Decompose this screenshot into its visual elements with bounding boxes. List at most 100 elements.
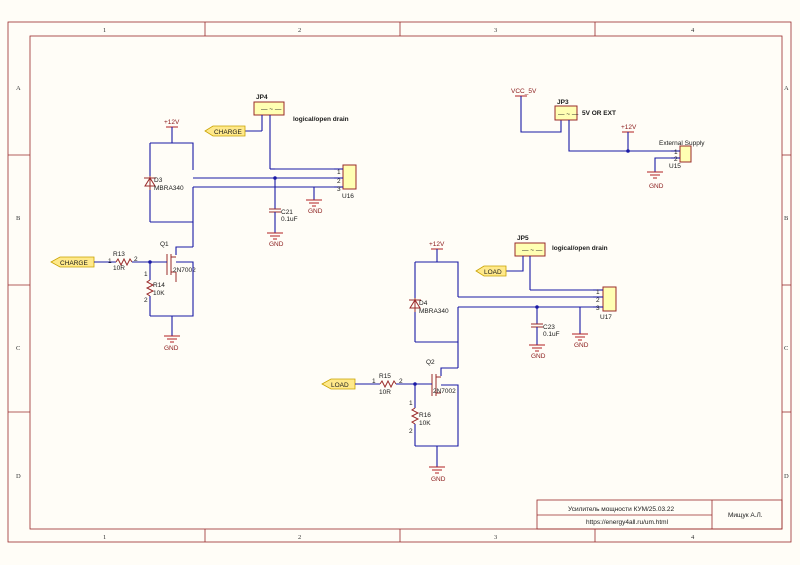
sheet-frame: [7, 21, 792, 543]
gnd-c21: [267, 232, 283, 240]
zone-top-3: 3: [494, 27, 497, 34]
connector-u15: [679, 145, 692, 163]
net-load-jp5-label: LOAD: [484, 269, 502, 276]
jp3-note: 5V OR EXT: [582, 110, 616, 117]
resistor-r15: [379, 379, 397, 389]
q1-value: 2N7002: [173, 267, 196, 274]
u17-ref: U17: [600, 314, 612, 321]
connector-u17: [602, 286, 617, 312]
gnd-q2-label: GND: [431, 476, 446, 483]
p12-label-ext: +12V: [621, 124, 637, 131]
u16-pin3: 3: [337, 186, 341, 193]
zone-bottom-2: 2: [298, 534, 301, 541]
jumper-jp4: [253, 101, 285, 116]
r14-pin2: 2: [144, 297, 148, 304]
title-block: Усилитель мощности КУМ/25.03.22 https://…: [536, 499, 783, 530]
jp4-note: logical/open drain: [293, 116, 349, 123]
gnd-u17-label: GND: [574, 342, 589, 349]
u16-pin2: 2: [337, 178, 341, 185]
u16-ref: U16: [342, 193, 354, 200]
r16-pin2: 2: [409, 428, 413, 435]
r14-pin1: 1: [144, 271, 148, 278]
zone-bottom-3: 3: [494, 534, 497, 541]
zone-top-2: 2: [298, 27, 301, 34]
p12-label-charge: +12V: [164, 119, 180, 126]
jumper-jp3: [554, 105, 578, 121]
net-load-jp5: [475, 265, 507, 277]
p12-label-load: +12V: [429, 241, 445, 248]
q2-value: 2N7002: [433, 388, 456, 395]
diode-d4: [409, 298, 421, 312]
zone-right-a: A: [784, 85, 789, 92]
jp5-pins: — ~ —: [522, 247, 543, 254]
net-load-input-label: LOAD: [331, 382, 349, 389]
zone-left-c: C: [16, 345, 20, 352]
u17-pin2: 2: [596, 297, 600, 304]
u15-pin2: 2: [674, 156, 678, 163]
c21-ref: C21: [281, 209, 293, 216]
zone-labels: 1 2 3 4 1 2 3 4 A B C D A B C D: [16, 27, 789, 541]
r13-value: 10R: [113, 265, 125, 272]
resistor-r16: [410, 407, 420, 425]
net-charge-jp4-label: CHARGE: [214, 129, 242, 136]
zone-left-a: A: [16, 85, 21, 92]
jp4-ref: JP4: [256, 94, 268, 101]
u16-pin1: 1: [337, 169, 341, 176]
jp3-pins: — ~ —: [558, 111, 579, 118]
q2-ref: Q2: [426, 359, 435, 366]
d4-value: MBRA340: [419, 308, 449, 315]
mosfet-q2: [431, 374, 441, 396]
c21-value: 0.1uF: [281, 216, 298, 223]
r15-value: 10R: [379, 389, 391, 396]
gnd-c21-label: GND: [269, 241, 284, 248]
title-text: Усилитель мощности КУМ/25.03.22: [568, 506, 674, 513]
c23-value: 0.1uF: [543, 331, 560, 338]
diode-d3: [144, 176, 156, 190]
zone-bottom-4: 4: [691, 534, 695, 541]
gnd-c23: [529, 344, 545, 352]
c23-ref: C23: [543, 324, 555, 331]
jp5-ref: JP5: [517, 235, 529, 242]
u15-pin1: 1: [674, 149, 678, 156]
gnd-c23-label: GND: [531, 353, 546, 360]
connector-u16: [342, 164, 357, 190]
zone-left-d: D: [16, 473, 21, 480]
net-charge-input-label: CHARGE: [60, 260, 88, 267]
r16-pin1: 1: [409, 400, 413, 407]
u17-pin1: 1: [596, 289, 600, 296]
zone-top-1: 1: [103, 27, 106, 34]
gnd-u17: [572, 333, 588, 341]
title-url: https://energy4all.ru/um.html: [586, 519, 669, 526]
r13-pin2: 2: [134, 256, 138, 263]
title-author: Мищук А.Л.: [728, 512, 763, 519]
gnd-q1-label: GND: [164, 345, 179, 352]
d3-ref: D3: [154, 177, 163, 184]
r14-value: 10K: [153, 290, 165, 297]
mosfet-q1: [166, 254, 177, 282]
u15-label: External Supply: [659, 140, 705, 147]
zone-right-c: C: [784, 345, 788, 352]
r15-pin1: 1: [372, 378, 376, 385]
gnd-u16-label: GND: [308, 208, 323, 215]
net-charge-jp4: [204, 125, 246, 137]
gnd-u15-label: GND: [649, 183, 664, 190]
gnd-q2: [429, 466, 445, 474]
zone-bottom-1: 1: [103, 534, 106, 541]
zone-right-b: B: [784, 215, 789, 222]
r16-ref: R16: [419, 412, 431, 419]
d4-ref: D4: [419, 300, 428, 307]
gnd-u16: [306, 199, 322, 207]
d3-value: MBRA340: [154, 185, 184, 192]
gnd-u15: [647, 171, 663, 179]
u17-pin3: 3: [596, 305, 600, 312]
jp3-ref: JP3: [557, 99, 569, 106]
u15-ref: U15: [669, 163, 681, 170]
r16-value: 10K: [419, 420, 431, 427]
zone-left-b: B: [16, 215, 21, 222]
r13-pin1: 1: [108, 258, 112, 265]
jp4-pins: — ~ —: [261, 106, 282, 113]
gnd-q1: [164, 335, 180, 343]
zone-right-d: D: [784, 473, 789, 480]
